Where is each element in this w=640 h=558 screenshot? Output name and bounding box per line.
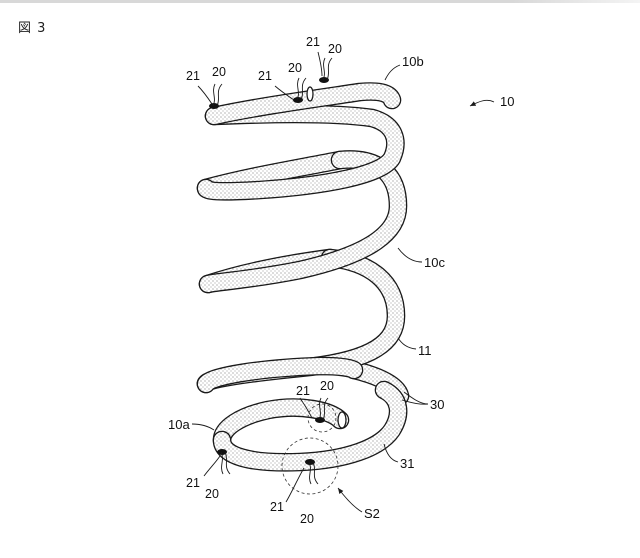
label-bottom-back-21: 21: [296, 385, 310, 398]
label-bottom-back-20: 20: [320, 380, 334, 393]
wire-end-cap-top: [307, 87, 313, 101]
label-10: 10: [500, 95, 514, 108]
label-11: 11: [418, 344, 432, 357]
leader-10a: [192, 424, 214, 430]
leader-tl21: [198, 86, 212, 104]
label-10c: 10c: [424, 256, 445, 269]
label-S2: S2: [364, 507, 380, 520]
label-top-mid-21: 21: [258, 70, 272, 83]
label-31: 31: [400, 457, 414, 470]
label-bottom-left-20: 20: [205, 488, 219, 501]
leader-10: [470, 100, 494, 106]
leader-tr21: [318, 52, 322, 76]
mark-top-right: [319, 58, 332, 83]
label-top-mid-20: 20: [288, 62, 302, 75]
leader-S2: [338, 488, 362, 512]
label-10b: 10b: [402, 55, 424, 68]
label-top-left-20: 20: [212, 66, 226, 79]
label-top-right-21: 21: [306, 36, 320, 49]
leader-10c: [398, 248, 422, 262]
label-10a: 10a: [168, 418, 190, 431]
label-bottom-front-21: 21: [270, 501, 284, 514]
label-bottom-left-21: 21: [186, 477, 200, 490]
label-30: 30: [430, 398, 444, 411]
label-top-right-20: 20: [328, 43, 342, 56]
label-bottom-front-20: 20: [300, 513, 314, 526]
label-top-left-21: 21: [186, 70, 200, 83]
leader-10b: [385, 65, 400, 80]
leader-bf21: [286, 468, 304, 502]
spring-coil: [206, 87, 400, 462]
wire-end-cap-bottom: [338, 412, 346, 428]
bottom-coil-back-fill: [222, 408, 340, 440]
leader-bl21: [204, 456, 220, 476]
leader-11: [398, 338, 416, 349]
